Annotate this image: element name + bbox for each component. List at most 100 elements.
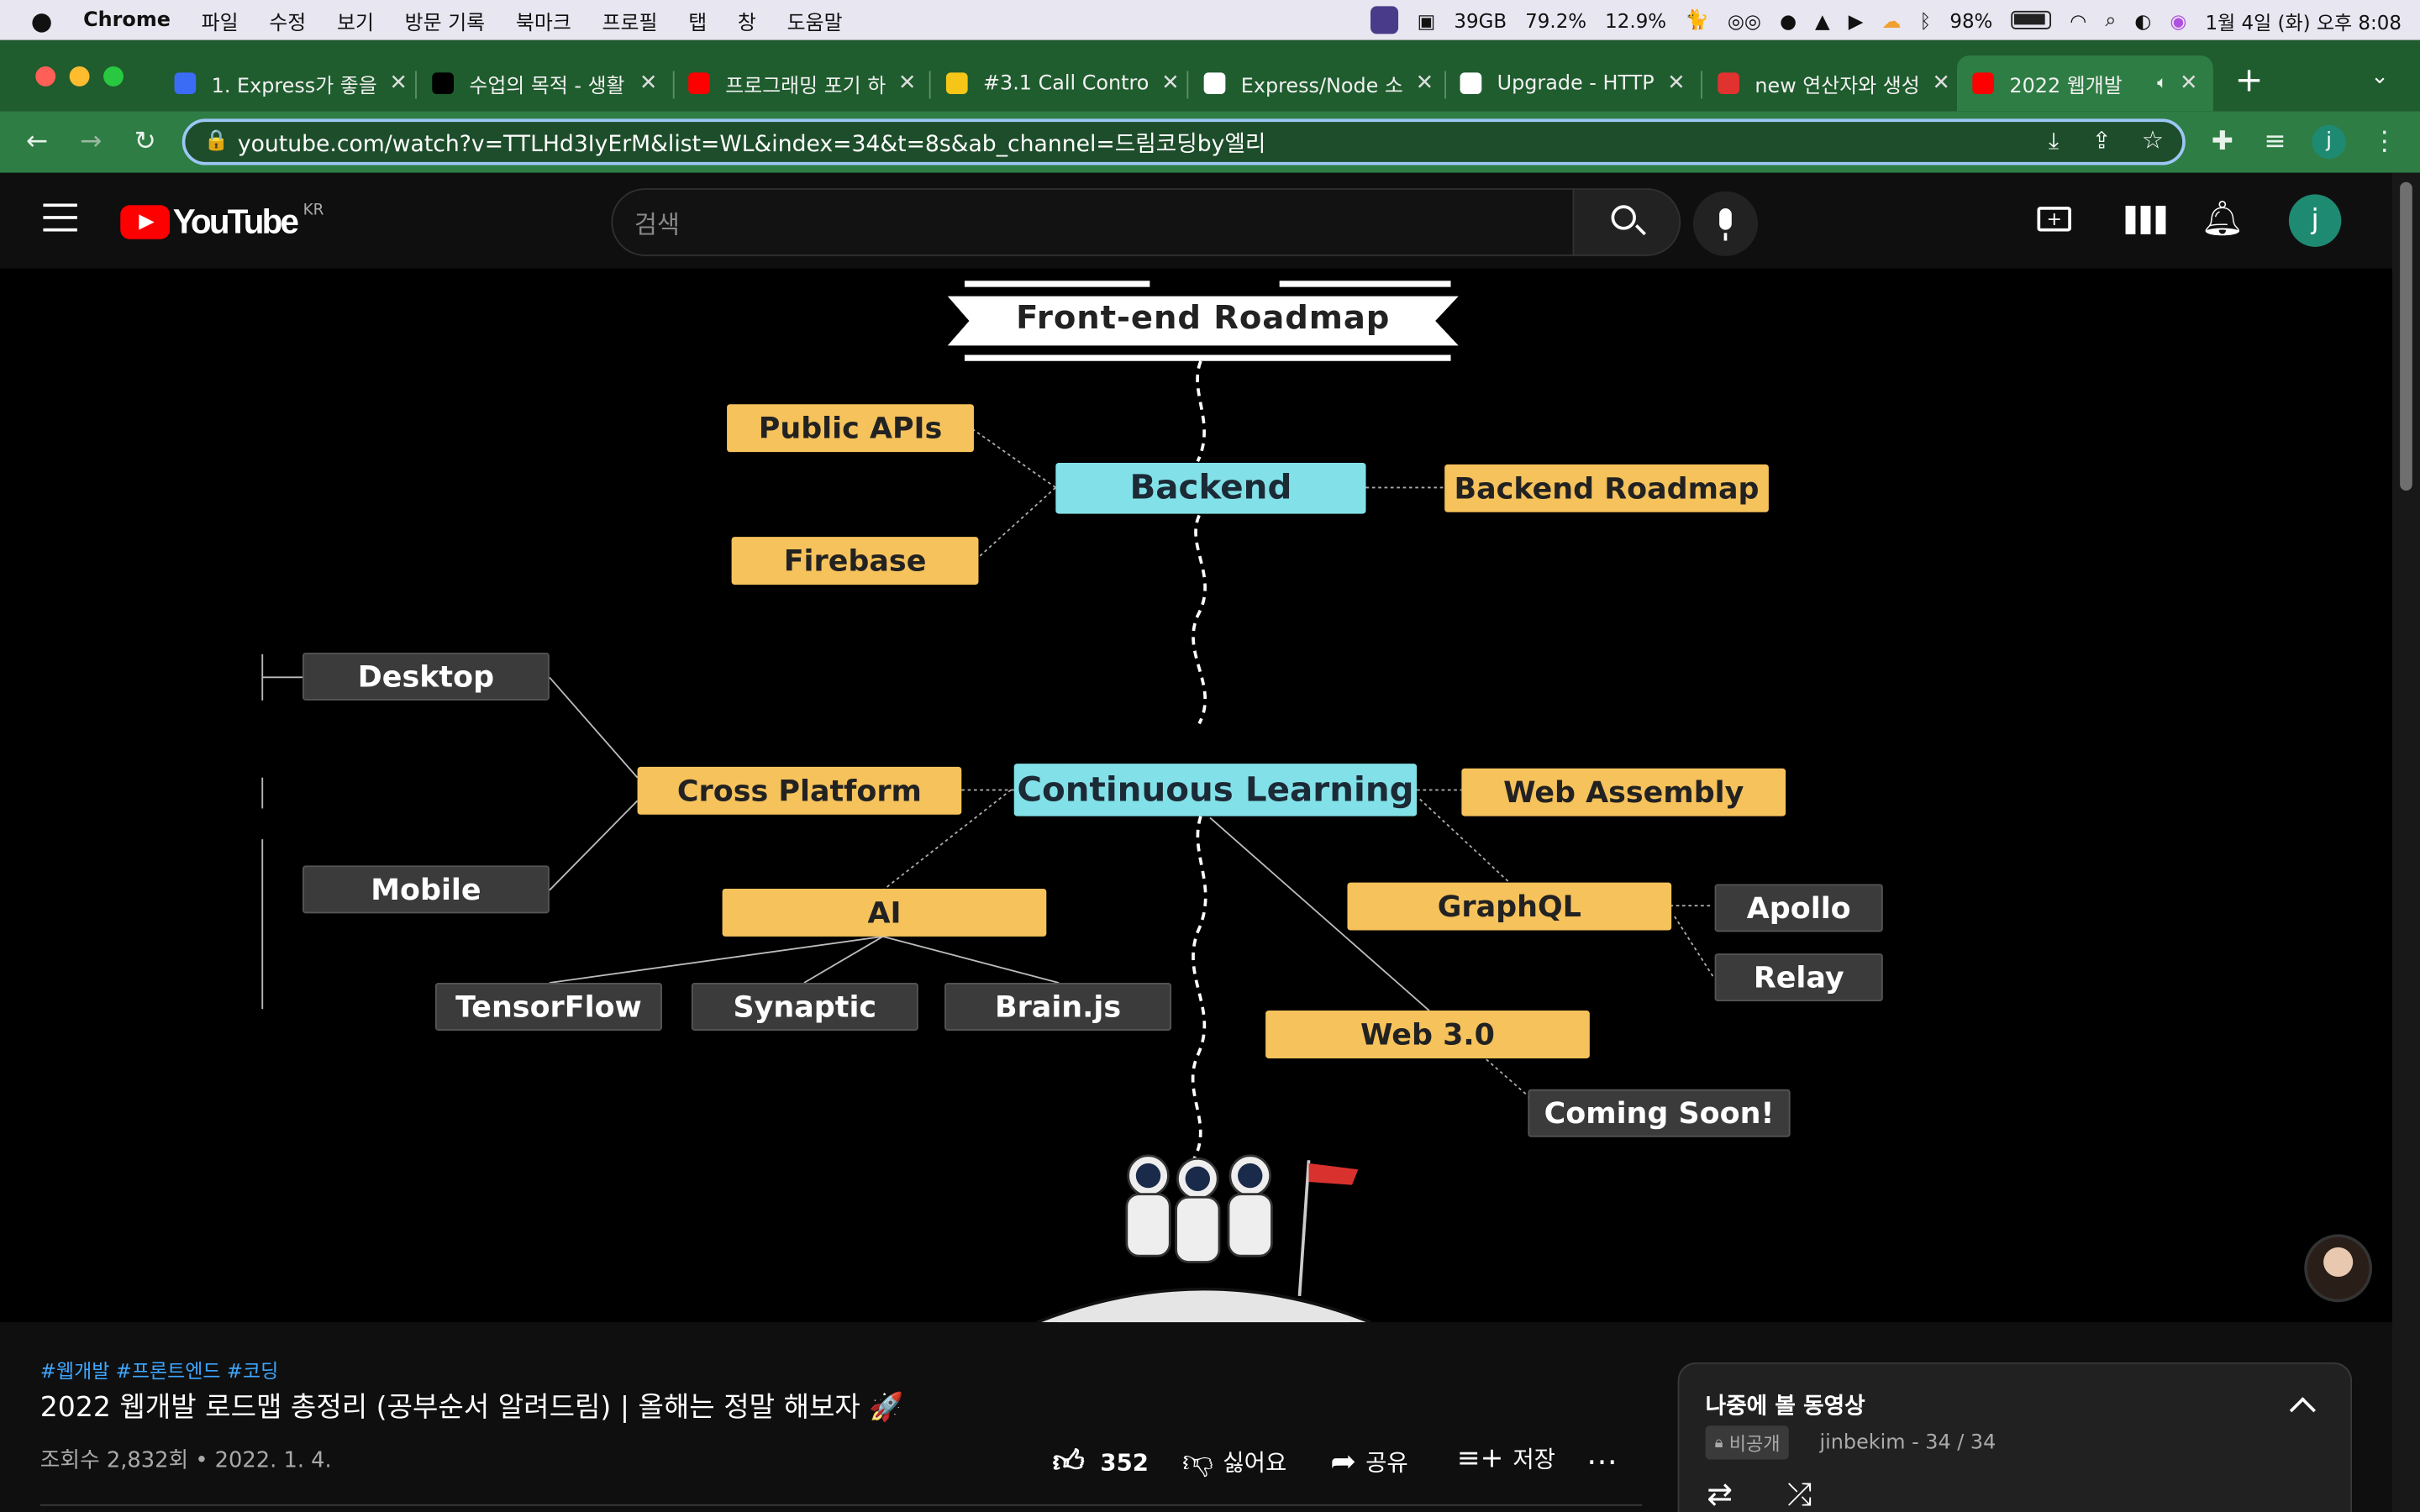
page-scrollbar[interactable] xyxy=(2391,172,2420,1512)
dislike-button[interactable]: 👎︎ 싫어요 xyxy=(1182,1442,1286,1481)
apple-icon[interactable]: ● xyxy=(30,5,53,35)
youtube-logo[interactable]: YouTube KR xyxy=(120,201,324,244)
tab-close-icon[interactable]: ✕ xyxy=(1932,71,1950,96)
reading-list-icon[interactable]: ≡ xyxy=(2264,126,2286,158)
forward-button[interactable]: → xyxy=(80,126,103,158)
playlist-owner-progress: jinbekim - 34 / 34 xyxy=(1819,1431,1996,1456)
tab-separator xyxy=(415,71,417,99)
cpu-usage: 12.9% xyxy=(1605,8,1667,32)
back-button[interactable]: ← xyxy=(25,126,49,158)
node-tensorflow: TensorFlow xyxy=(434,983,662,1031)
browser-tab[interactable]: new 연산자와 생성✕ xyxy=(1702,55,1959,111)
glasses-icon[interactable]: ◎◎ xyxy=(1727,8,1761,32)
channel-watermark-avatar[interactable] xyxy=(2304,1234,2373,1303)
node-backend-roadmap: Backend Roadmap xyxy=(1444,464,1769,512)
more-actions-button[interactable]: ⋯ xyxy=(1586,1442,1618,1480)
tab-close-icon[interactable]: ✕ xyxy=(389,71,408,96)
account-avatar[interactable]: j xyxy=(2288,194,2342,247)
video-player[interactable]: Front-end Roadmap Public APIs Backend Ba… xyxy=(0,268,2392,1395)
tab-close-icon[interactable]: ✕ xyxy=(639,71,658,96)
voice-search-button[interactable] xyxy=(1692,191,1759,256)
lock-icon[interactable]: 🔒 xyxy=(203,129,229,153)
battery-icon[interactable] xyxy=(2011,10,2052,29)
create-video-icon[interactable]: + xyxy=(2037,207,2071,232)
play-icon[interactable]: ▶ xyxy=(1848,8,1864,32)
menu-history[interactable]: 방문 기록 xyxy=(404,11,486,35)
shuffle-icon[interactable]: ⤮ xyxy=(1786,1474,1812,1512)
scrollbar-thumb[interactable] xyxy=(2400,181,2412,491)
node-cross-platform: Cross Platform xyxy=(637,766,962,815)
menu-view[interactable]: 보기 xyxy=(337,11,374,35)
menubar-datetime[interactable]: 1월 4일 (화) 오후 8:08 xyxy=(2205,9,2402,34)
notifications-bell-icon[interactable]: 🔔︎ xyxy=(2201,200,2244,239)
address-bar[interactable]: 🔒 youtube.com/watch?v=TTLHd3IyErM&list=W… xyxy=(182,118,2186,165)
menu-window[interactable]: 창 xyxy=(737,11,756,35)
tab-close-icon[interactable]: ✕ xyxy=(1161,71,1180,96)
spotlight-icon[interactable]: ⌕ xyxy=(2105,8,2117,31)
tab-favicon-icon xyxy=(945,72,968,95)
extensions-puzzle-icon[interactable]: ✚ xyxy=(2211,126,2233,158)
menu-profiles[interactable]: 프로필 xyxy=(602,11,658,35)
wifi-icon[interactable]: ◠ xyxy=(2070,8,2087,32)
collapse-chevron-icon[interactable] xyxy=(2289,1397,2316,1424)
browser-tab[interactable]: 1. Express가 좋을✕ xyxy=(159,55,415,111)
profile-avatar[interactable]: j xyxy=(2312,124,2346,160)
install-app-icon[interactable]: ⤓ xyxy=(2049,126,2060,155)
loop-icon[interactable]: ⇄ xyxy=(1707,1474,1733,1512)
menubar-status-area: ▣ 39GB 79.2% 12.9% 🐈 ◎◎ ● ▲ ▶ ☁ ᛒ 98% ◠ … xyxy=(1370,0,2402,40)
tab-favicon-icon xyxy=(1972,72,1995,95)
share-button[interactable]: ➦ 공유 xyxy=(1330,1442,1408,1479)
tab-close-icon[interactable]: ✕ xyxy=(2179,71,2198,96)
browser-tab[interactable]: Express/Node 소✕ xyxy=(1188,55,1444,111)
hat-icon[interactable]: ▲ xyxy=(1815,8,1830,32)
apps-grid-icon[interactable]: ▪▪▪▪▪▪▪▪▪ xyxy=(2123,198,2170,241)
browser-tab[interactable]: 2022 웹개발 🔈︎ ✕ xyxy=(1956,55,2213,112)
url-text[interactable]: youtube.com/watch?v=TTLHd3IyErM&list=WL&… xyxy=(237,132,1266,157)
window-zoom-button[interactable] xyxy=(103,66,124,87)
node-brainjs: Brain.js xyxy=(944,983,1172,1031)
menu-tab[interactable]: 탭 xyxy=(688,11,708,35)
window-close-button[interactable] xyxy=(35,66,56,87)
search-button[interactable] xyxy=(1572,188,1681,256)
menubar-app-name[interactable]: Chrome xyxy=(83,8,171,32)
menu-bookmarks[interactable]: 북마크 xyxy=(515,11,571,35)
new-tab-button[interactable]: + xyxy=(2234,61,2264,101)
browser-tab[interactable]: 프로그래밍 포기 하✕ xyxy=(673,55,929,111)
browser-tab[interactable]: Upgrade - HTTP✕ xyxy=(1444,55,1701,111)
browser-tab[interactable]: 수업의 목적 - 생활✕ xyxy=(417,55,673,111)
privacy-label: 비공개 xyxy=(1728,1432,1781,1455)
playlist-title[interactable]: 나중에 볼 동영상 xyxy=(1705,1394,1865,1420)
tab-close-icon[interactable]: ✕ xyxy=(897,71,917,96)
app-icon[interactable] xyxy=(1370,6,1399,34)
bluetooth-icon[interactable]: ᛒ xyxy=(1919,8,1932,32)
menu-help[interactable]: 도움말 xyxy=(786,11,843,35)
bookmark-star-icon[interactable]: ☆ xyxy=(2141,124,2165,155)
control-center-icon[interactable]: ◐ xyxy=(2134,8,2152,32)
save-button[interactable]: ≡+ 저장 xyxy=(1457,1442,1555,1475)
tab-audio-icon[interactable]: 🔈︎ xyxy=(2157,72,2168,93)
tab-close-icon[interactable]: ✕ xyxy=(1415,71,1434,96)
window-minimize-button[interactable] xyxy=(69,66,90,87)
tab-close-icon[interactable]: ✕ xyxy=(1667,71,1686,96)
siri-icon[interactable]: ◉ xyxy=(2170,8,2187,32)
tab-title: 2022 웹개발 xyxy=(2009,75,2123,98)
node-desktop: Desktop xyxy=(302,652,550,701)
browser-tab[interactable]: #3.1 Call Contro✕ xyxy=(931,55,1187,111)
tab-search-chevron-icon[interactable]: ⌄ xyxy=(2370,65,2389,90)
hamburger-menu-icon[interactable] xyxy=(43,203,77,232)
menu-edit[interactable]: 수정 xyxy=(269,11,307,35)
search-input[interactable]: 검색 xyxy=(611,188,1575,256)
like-button[interactable]: 👍︎ 352 xyxy=(1053,1442,1149,1481)
chat-icon[interactable]: ● xyxy=(1779,8,1797,32)
runcat-icon[interactable]: 🐈 xyxy=(1685,8,1709,31)
menu-file[interactable]: 파일 xyxy=(201,11,239,35)
video-hashtags[interactable]: #웹개발 #프론트엔드 #코딩 xyxy=(39,1359,279,1383)
disk-usage: 39GB xyxy=(1454,8,1507,32)
node-web-assembly: Web Assembly xyxy=(1461,768,1786,816)
node-web3: Web 3.0 xyxy=(1265,1011,1590,1059)
share-icon[interactable]: ⇪ xyxy=(2091,126,2112,155)
tab-separator xyxy=(672,71,675,99)
weather-icon[interactable]: ☁ xyxy=(1881,8,1902,32)
browser-menu-icon[interactable]: ⋮ xyxy=(2371,126,2398,158)
reload-button[interactable]: ↻ xyxy=(134,126,156,158)
